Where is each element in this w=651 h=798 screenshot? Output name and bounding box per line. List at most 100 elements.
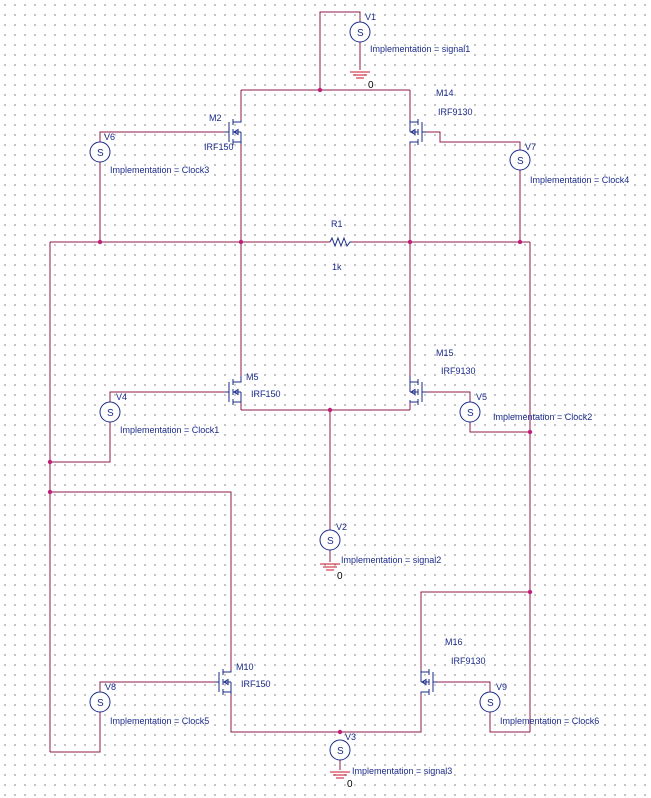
- transistor-model: IRF150: [241, 679, 271, 689]
- source-name: V7: [525, 142, 536, 152]
- source-v7[interactable]: S V7 Implementation = Clock4: [509, 142, 629, 185]
- drain-lead: [420, 691, 429, 694]
- wire-v7-gate[interactable]: [426, 131, 521, 150]
- source-lead: [233, 400, 242, 403]
- wire-v1-loop[interactable]: [319, 11, 361, 90]
- source-v5[interactable]: S V5 Implementation = Clock2: [459, 392, 592, 423]
- source-name: V8: [105, 682, 116, 692]
- source-glyph: S: [97, 148, 104, 159]
- source-circle: [89, 141, 111, 163]
- ground-label: 0: [347, 779, 353, 790]
- source-circle: [329, 739, 351, 761]
- body-arrow: [421, 678, 427, 686]
- wire-v9-loop[interactable]: [489, 712, 530, 733]
- wire-v9-gate[interactable]: [437, 681, 491, 692]
- junction-dot: [47, 459, 53, 465]
- wire-v6-gate[interactable]: [99, 131, 225, 142]
- wire-v5-loop[interactable]: [469, 422, 530, 433]
- source-circle: [349, 21, 371, 43]
- source-glyph: S: [467, 408, 474, 419]
- drain-lead: [409, 141, 418, 144]
- source-v1[interactable]: S V1 Implementation = signal1: [349, 12, 470, 54]
- source-glyph: S: [327, 536, 334, 547]
- source-lead: [409, 120, 418, 123]
- source-implementation: Implementation = Clock3: [110, 165, 209, 175]
- junction-dot: [238, 239, 244, 245]
- source-implementation: Implementation = signal3: [352, 766, 452, 776]
- ground-v2: 0: [320, 563, 343, 582]
- junction-dot: [327, 407, 333, 413]
- source-glyph: S: [487, 698, 494, 709]
- transistor-m10[interactable]: M10 IRF150: [215, 662, 271, 695]
- source-glyph: S: [517, 156, 524, 167]
- junction-dot: [47, 489, 53, 495]
- transistor-name: M15: [436, 348, 454, 358]
- source-circle: [89, 691, 111, 713]
- wire-m16-source-loop[interactable]: [420, 591, 530, 670]
- transistor-name: M5: [246, 372, 259, 382]
- source-lead: [233, 141, 242, 144]
- source-implementation: Implementation = Clock1: [120, 425, 219, 435]
- source-v3[interactable]: S V3 Implementation = signal3: [329, 732, 452, 776]
- wire-v4-loop[interactable]: [50, 422, 111, 463]
- junction-dot: [527, 589, 533, 595]
- transistor-m15[interactable]: M15 IRF9130: [409, 348, 476, 405]
- body-arrow: [233, 128, 239, 136]
- source-glyph: S: [97, 698, 104, 709]
- ground-label: 0: [368, 80, 374, 91]
- transistor-name: M16: [445, 637, 463, 647]
- transistor-name: M10: [236, 662, 254, 672]
- wire-m16-drain[interactable]: [340, 694, 422, 733]
- ground-v1: 0: [350, 71, 374, 91]
- source-name: V9: [496, 682, 507, 692]
- transistor-name: M14: [436, 88, 454, 98]
- source-implementation: Implementation = Clock2: [493, 412, 592, 422]
- source-implementation: Implementation = Clock5: [110, 716, 209, 726]
- wire-v4-gate[interactable]: [109, 391, 225, 402]
- transistor-model: IRF9130: [441, 366, 476, 376]
- source-lead: [420, 670, 429, 673]
- wire-v5-gate[interactable]: [426, 391, 471, 402]
- transistor-m16[interactable]: M16 IRF9130: [420, 637, 486, 695]
- source-v9[interactable]: S V9 Implementation = Clock6: [479, 682, 599, 726]
- source-implementation: Implementation = signal1: [370, 44, 470, 54]
- junction-dot: [317, 87, 323, 93]
- source-v8[interactable]: S V8 Implementation = Clock5: [89, 682, 209, 726]
- transistor-model: IRF150: [251, 389, 281, 399]
- source-v4[interactable]: S V4 Implementation = Clock1: [99, 392, 219, 435]
- wire-m10-drain-loop[interactable]: [50, 491, 232, 670]
- source-glyph: S: [107, 408, 114, 419]
- source-circle: [99, 401, 121, 423]
- source-lead: [409, 376, 418, 383]
- transistor-m5[interactable]: M5 IRF150: [225, 372, 281, 405]
- source-implementation: Implementation = Clock4: [530, 175, 629, 185]
- drain-lead: [409, 400, 418, 403]
- transistor-m14[interactable]: M14 IRF9130: [409, 88, 473, 145]
- source-glyph: S: [357, 28, 364, 39]
- source-name: V2: [336, 522, 347, 532]
- wire-v8-gate[interactable]: [99, 681, 215, 692]
- resistor-r1[interactable]: R1 1k: [329, 219, 352, 272]
- body-arrow: [223, 678, 229, 686]
- source-circle: [459, 401, 481, 423]
- transistor-model: IRF150: [204, 142, 234, 152]
- transistor-m2[interactable]: M2 IRF150: [204, 113, 242, 152]
- junctions: [47, 87, 533, 735]
- transistor-model: IRF9130: [438, 107, 473, 117]
- body-arrow: [410, 128, 416, 136]
- source-v2[interactable]: S V2 Implementation = signal2: [319, 522, 441, 565]
- source-circle: [319, 529, 341, 551]
- ground-v3: 0: [330, 771, 353, 790]
- wire-v8-loop[interactable]: [50, 712, 101, 753]
- source-name: V5: [476, 392, 487, 402]
- wire-m10-source[interactable]: [230, 694, 340, 733]
- source-implementation: Implementation = signal2: [341, 555, 441, 565]
- drain-lead: [233, 120, 242, 123]
- resistor-name: R1: [331, 219, 343, 229]
- junction-dot: [517, 239, 523, 245]
- source-glyph: S: [337, 746, 344, 757]
- source-circle: [509, 149, 531, 171]
- source-name: V1: [365, 12, 376, 22]
- source-v6[interactable]: S V6 Implementation = Clock3: [89, 132, 209, 175]
